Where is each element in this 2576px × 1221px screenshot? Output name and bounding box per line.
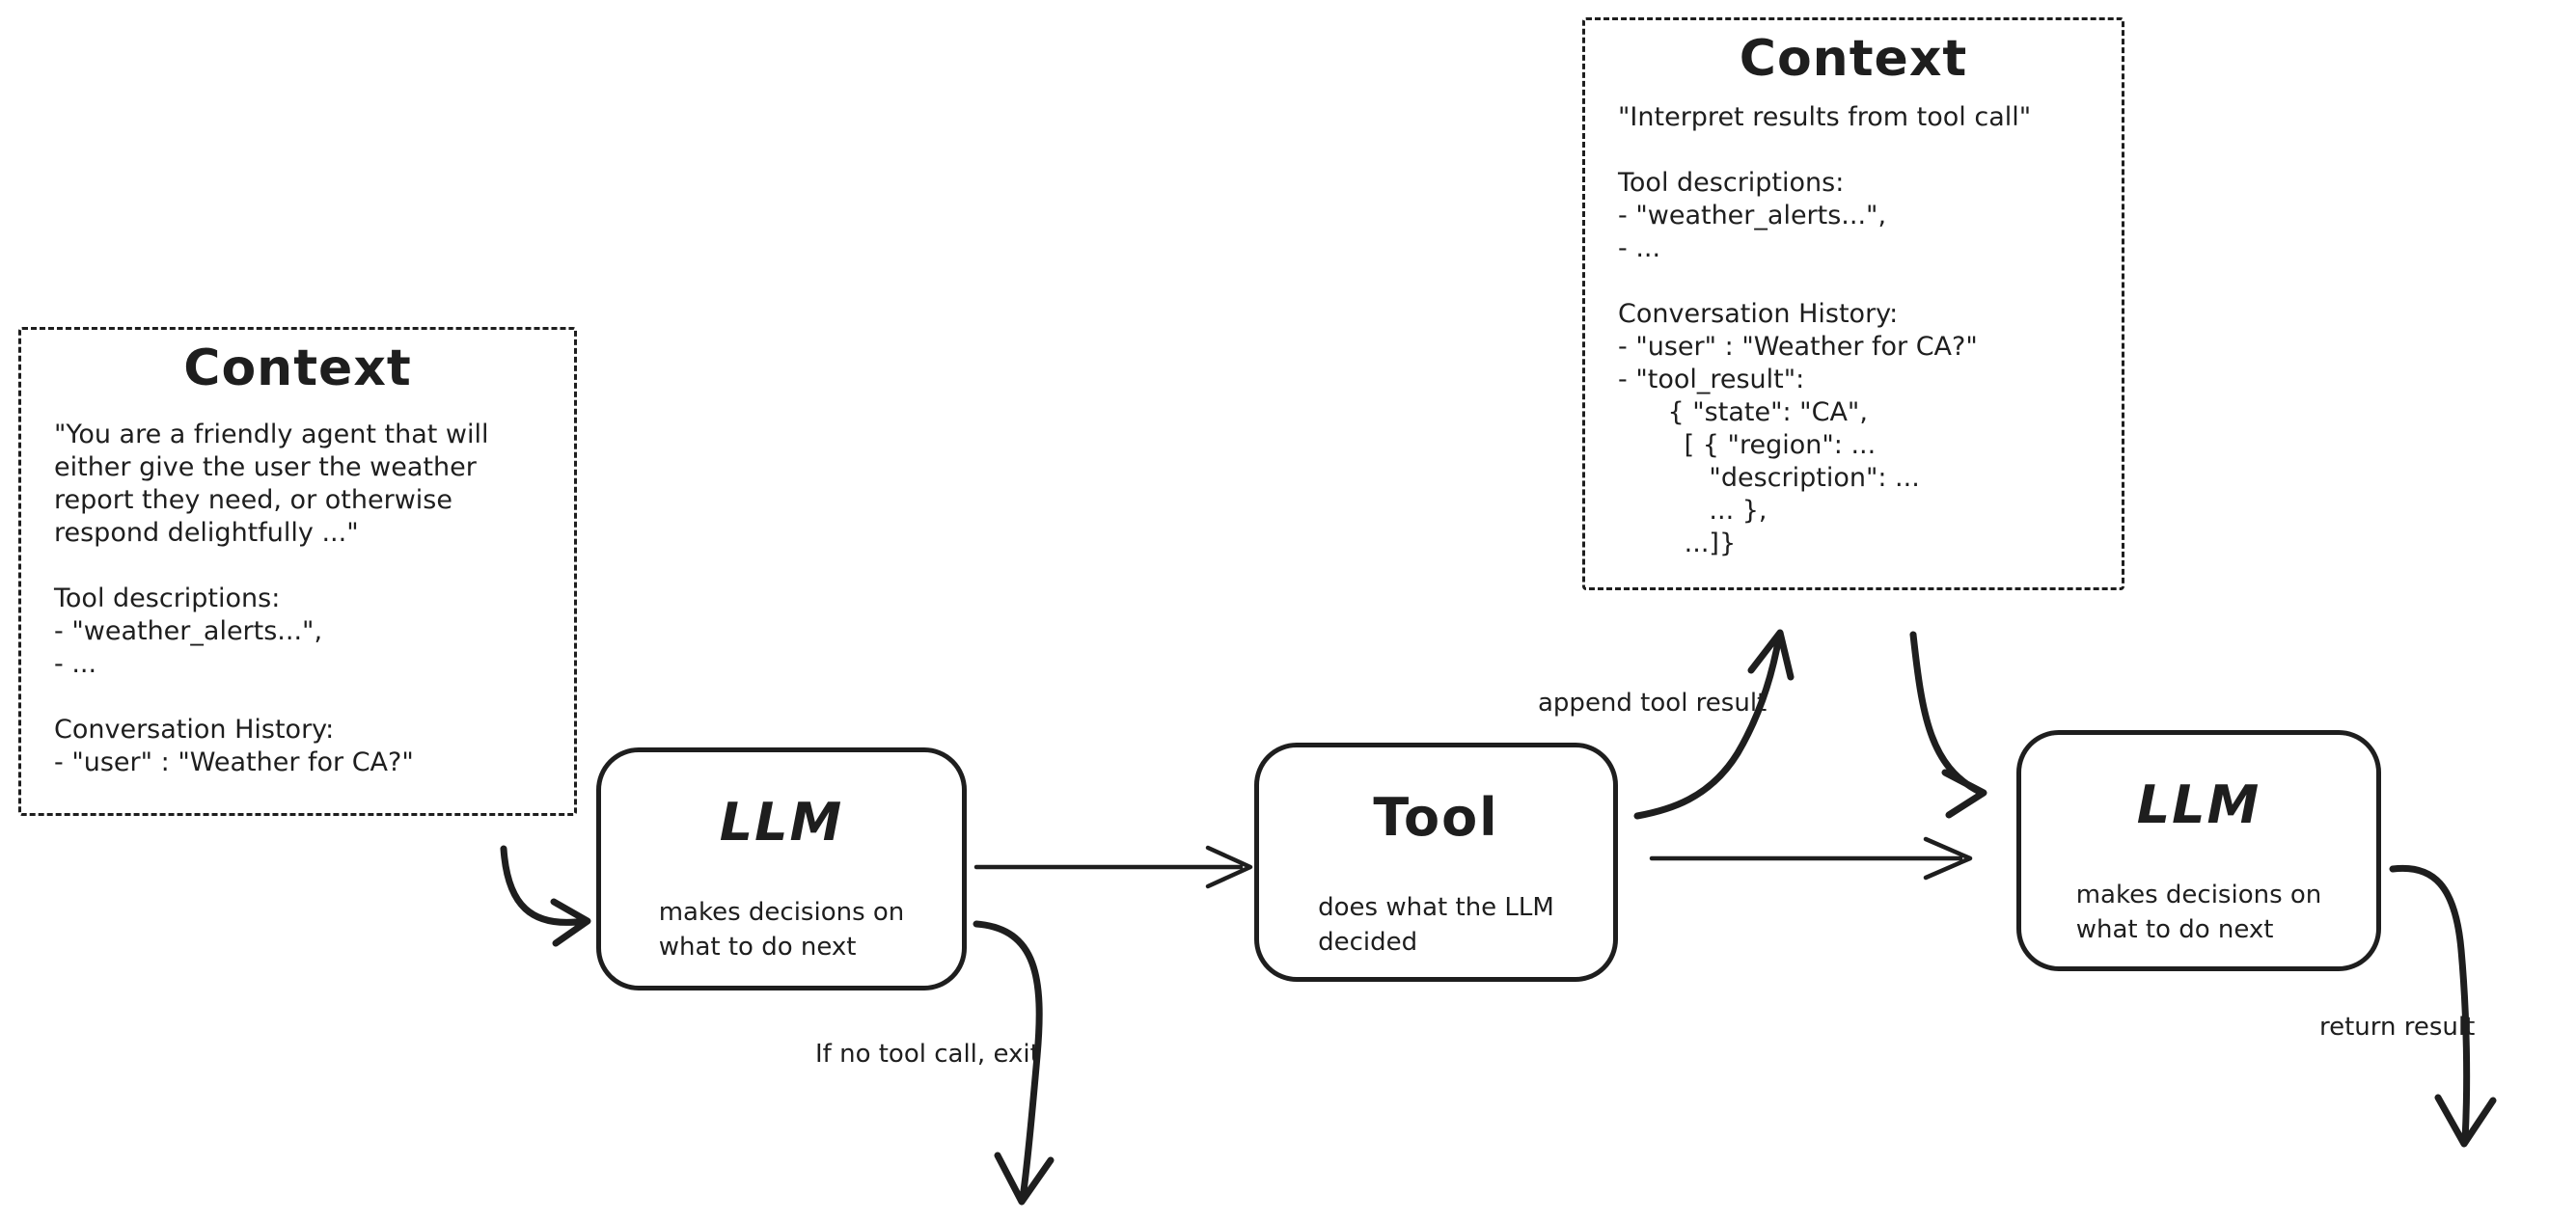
llm-second-subtitle: makes decisions on what to do next <box>2075 881 2322 944</box>
llm-first-title: LLM <box>719 792 844 853</box>
tool-title: Tool <box>1373 787 1499 848</box>
context-right-body: "Interpret results from tool call" Tool … <box>1618 102 2032 558</box>
label-if-no-tool-call-exit: If no tool call, exit <box>815 1040 1040 1069</box>
arrow-context-right-to-llm <box>1909 631 1987 819</box>
arrow-llm-return <box>2389 864 2497 1148</box>
arrow-tool-to-llm <box>1649 836 1973 881</box>
context-left-body: "You are a friendly agent that will eith… <box>54 420 489 777</box>
label-append-tool-result: append tool result <box>1538 689 1768 718</box>
label-return-result: return result <box>2319 1013 2476 1042</box>
llm-first-subtitle: makes decisions on what to do next <box>658 898 905 962</box>
arrow-tool-to-context-right <box>1633 629 1795 820</box>
llm-node-second: LLM makes decisions on what to do next <box>2016 730 2381 971</box>
context-right-title: Context <box>1739 30 1968 88</box>
tool-subtitle: does what the LLM decided <box>1318 893 1554 957</box>
context-left-title: Context <box>183 339 412 397</box>
llm-second-title: LLM <box>2136 774 2261 835</box>
tool-node: Tool does what the LLM decided <box>1254 743 1618 982</box>
llm-node-first: LLM makes decisions on what to do next <box>596 747 967 990</box>
context-box-right: Context "Interpret results from tool cal… <box>1582 17 2124 590</box>
arrow-llm-to-tool <box>973 845 1253 889</box>
arrow-context-left-to-llm <box>500 845 591 947</box>
context-box-left: Context "You are a friendly agent that w… <box>18 327 577 816</box>
